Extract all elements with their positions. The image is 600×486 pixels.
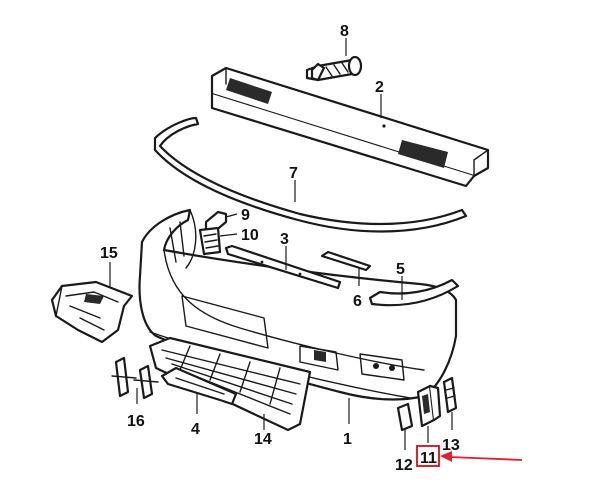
part-6-strip <box>320 250 372 272</box>
callout-12: 12 <box>395 457 413 474</box>
callout-16: 16 <box>127 413 145 430</box>
part-10-pad <box>198 226 222 256</box>
part-14-grille <box>148 336 312 432</box>
leader-lines <box>109 38 453 450</box>
part-16-brackets <box>111 356 159 400</box>
part-3-strip <box>224 244 342 290</box>
callout-3: 3 <box>280 231 289 248</box>
highlight-marker <box>416 445 523 467</box>
part-11-marker <box>416 384 442 428</box>
part-5-retainer <box>368 278 460 307</box>
highlight-arrowhead <box>440 451 452 462</box>
part-4-bracket <box>160 366 238 406</box>
part-15-deflector <box>50 280 134 344</box>
callout-1: 1 <box>343 431 352 448</box>
callout-5: 5 <box>396 261 405 278</box>
part-8-bolt <box>305 55 363 82</box>
callout-2: 2 <box>375 79 384 96</box>
callout-labels: 8 2 7 9 10 3 15 5 6 16 4 14 1 13 12 11 <box>100 23 460 474</box>
callout-9: 9 <box>241 207 250 224</box>
callout-14: 14 <box>254 431 272 448</box>
callout-6: 6 <box>353 293 362 310</box>
part-7-retainer <box>153 116 468 233</box>
callout-11: 11 <box>420 450 437 467</box>
part-13-bracket <box>442 376 458 414</box>
callout-4: 4 <box>191 421 200 438</box>
part-12-clip <box>396 402 414 432</box>
callout-7: 7 <box>289 165 298 182</box>
callout-13: 13 <box>442 437 460 454</box>
highlight-box <box>416 445 440 467</box>
callout-8: 8 <box>340 23 349 40</box>
highlight-arrow <box>449 456 523 461</box>
part-2-reinforcement <box>210 66 490 188</box>
callout-10: 10 <box>241 227 259 244</box>
callout-15: 15 <box>100 245 118 262</box>
